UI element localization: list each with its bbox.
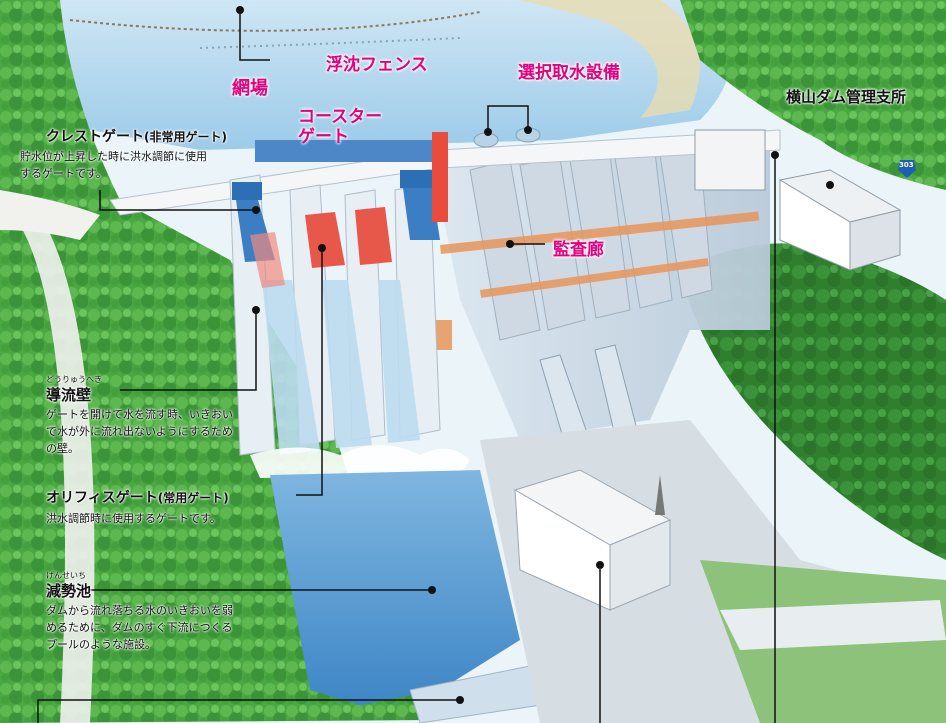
guide-wall-desc-line1: ゲートを開けて水を流す時、いきおい: [46, 408, 233, 421]
forest-right-top: [680, 0, 946, 190]
selective-intake-domes: [473, 127, 541, 148]
crest-gates: [232, 170, 440, 262]
label-coaster-gate-line2: ゲート: [298, 127, 349, 147]
net-boom: [69, 11, 481, 32]
route-sign: [898, 160, 916, 178]
crest-gate-heading: クレストゲート(非常用ゲート): [46, 126, 227, 146]
guide-wall-description: ゲートを開けて水を流す時、いきおい で水が外に流れ出ないようにするため の壁。: [46, 406, 233, 457]
orifice-gates: [250, 207, 392, 288]
crest-gate-description: 貯水位が上昇した時に洪水調節に使用 するゲートです。: [20, 148, 207, 182]
label-management-office: 横山ダム管理支所: [786, 88, 907, 106]
stilling-basin: [270, 470, 520, 705]
guide-wall-desc-line3: の壁。: [46, 442, 79, 455]
road-left-lower: [20, 215, 95, 723]
crest-gate-desc-line1: 貯水位が上昇した時に洪水調節に使用: [20, 150, 207, 163]
leader-lines: [37, 10, 776, 723]
label-coaster-gate-line1: コースター: [298, 107, 383, 127]
orifice-gate-heading: オリフィスゲート(常用ゲート): [46, 487, 229, 507]
orifice-gate-subtitle: (常用ゲート): [157, 491, 229, 505]
guide-wall-desc-line2: で水が外に流れ出ないようにするため: [46, 425, 233, 438]
spillway-splash: [250, 445, 470, 478]
stilling-basin-ruby: げんせいち: [46, 571, 86, 580]
label-coaster-gate: コースター ゲート: [298, 107, 382, 147]
crest-gate-subtitle: (非常用ゲート): [144, 130, 227, 144]
spillway-chutes: [262, 280, 420, 455]
management-office: [694, 129, 902, 271]
coaster-gate-pillar: [432, 132, 448, 222]
stilling-basin-title: 減勢池: [46, 582, 92, 600]
stilling-basin-desc-line3: プールのような施設。: [46, 638, 156, 651]
label-floating-fence: 浮沈フェンス: [326, 55, 428, 75]
guide-wall-title: 導流壁: [46, 386, 92, 404]
label-net-boom: 網場: [232, 78, 268, 99]
route-number: 303: [899, 161, 914, 169]
guide-wall-ruby: どうりゅうへき: [46, 375, 102, 384]
orifice-gate-description: 洪水調節時に使用するゲートです。: [46, 512, 221, 525]
power-station: [513, 469, 672, 611]
stilling-basin-desc-line2: めるために、ダムのすぐ下流につくる: [46, 621, 233, 634]
label-selective-intake: 選択取水設備: [518, 63, 620, 83]
right-lower-terrace-top: [720, 600, 946, 650]
crest-gate-title: クレストゲート: [46, 129, 144, 145]
crest-gate-desc-line2: するゲートです。: [20, 167, 107, 180]
orifice-gate-title: オリフィスゲート: [46, 490, 158, 506]
stilling-basin-desc-line1: ダムから流れ落ちる水のいきおいを弱: [46, 604, 233, 617]
reservoir-shore: [520, 0, 700, 118]
crest-gate-house: [255, 140, 445, 162]
reservoir: [40, 0, 730, 150]
leader-dots: [236, 6, 834, 704]
label-inspection-gallery: 監査廊: [553, 240, 604, 260]
stilling-basin-description: ダムから流れ落ちる水のいきおいを弱 めるために、ダムのすぐ下流につくる プールの…: [46, 602, 233, 653]
